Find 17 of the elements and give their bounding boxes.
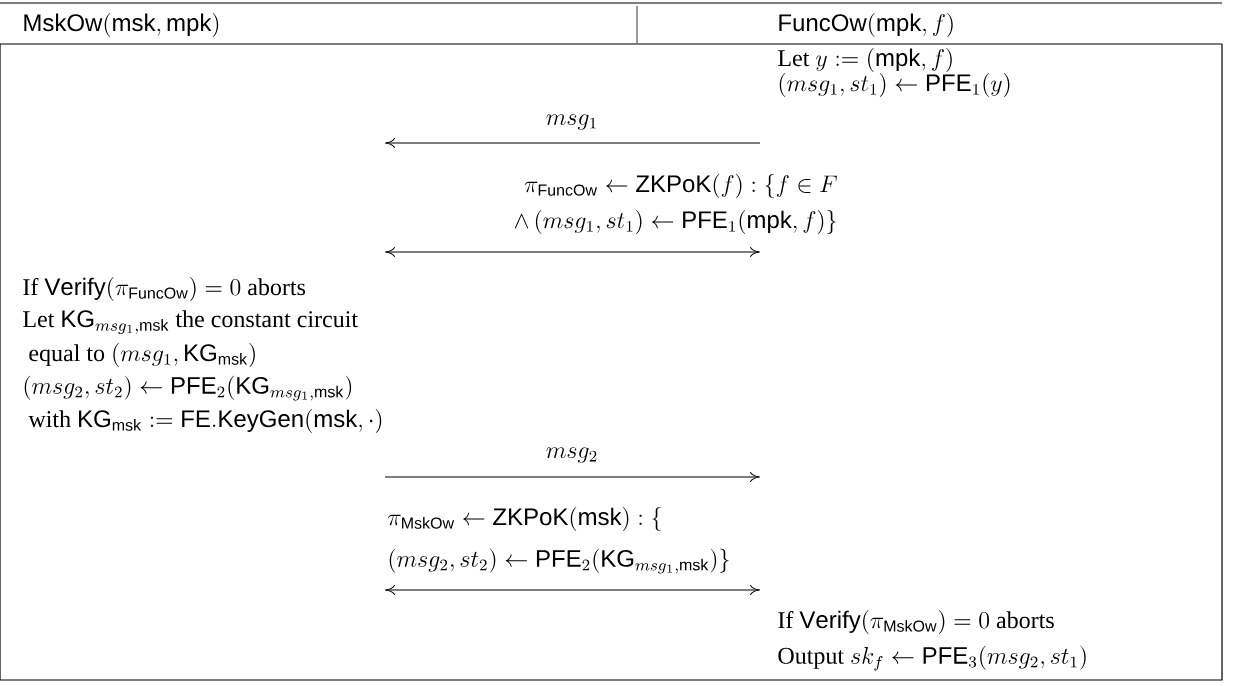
protocol-step: $\mbox{Output } sk_f \leftarrow \mathsf{PFE}_3(msg_2, st_1)$ [778,645,1086,671]
protocol-step: $\mbox{with } \mathsf{KG}_{\mathsf{msk}} := \mathsf{FE.KeyGen}(\mathsf{msk}, \cdot)$ [28,409,382,434]
protocol-step: $\mbox{Let } \mathsf{KG}_{msg_1,\mathsf{msk}} \mbox{ the constant circuit}$ [23,310,358,334]
protocol-step: $(msg_2, st_2) \leftarrow \mathsf{PFE}_2(\mathsf{KG}_{msg_1,\mathsf{msk}})$ [24,375,352,401]
proof-statement: $(msg_2, st_2) \leftarrow \mathsf{PFE}_2(\mathsf{KG}_{msg_1,\mathsf{msk}})\}$ [389,548,729,574]
proof-statement: $\pi_{\mathsf{MskOw}} \leftarrow \mathsf{ZKPoK}(\mathsf{msk}) : \{$ [388,507,661,532]
protocol-step: $\mbox{If } \mathsf{Verify}(\pi_{\mathsf{MskOw}}) = 0 \mbox{ aborts}$ [778,610,1054,635]
message-label: $msg_1$ [546,114,596,130]
protocol-step: $(msg_1, st_1) \leftarrow \mathsf{PFE}_1(y)$ [779,73,1010,98]
proof-statement: $\pi_{\mathsf{FuncOw}} \leftarrow \mathsf{ZKPoK}(f) : \{f \in F$ [524,174,837,199]
protocol-step: $\mbox{equal to } (msg_1, \mathsf{KG}_{\mathsf{msk}})$ [29,343,255,368]
column-header: $\mathsf{FuncOw}(\mathsf{mpk}, f)$ [779,13,953,37]
protocol-step: $\mbox{Let } y := (\mathsf{mpk}, f)$ [778,48,952,72]
message-label: $msg_2$ [546,447,597,463]
proof-statement: $\wedge\, (msg_1, st_1) \leftarrow \mathsf{PFE}_1(\mathsf{mpk}, f)\}$ [514,210,836,235]
column-header: $\mathsf{MskOw}(\mathsf{msk}, \mathsf{mpk})$ [24,13,219,37]
protocol-step: $\mbox{If } \mathsf{Verify}(\pi_{\mathsf{FuncOw}}) = 0 \mbox{ aborts}$ [23,277,306,302]
